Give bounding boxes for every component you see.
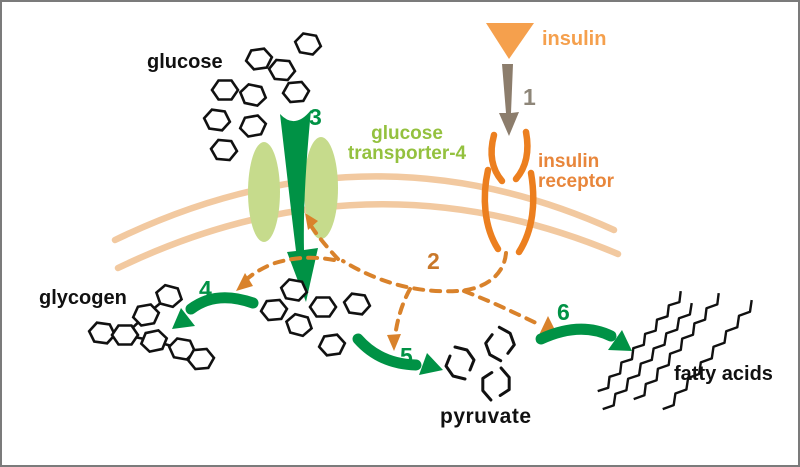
fatty-acid-chains (597, 290, 753, 411)
glucose-molecule-icon (237, 113, 269, 139)
step-5-number: 5 (400, 343, 413, 369)
glucose-molecule-icon (316, 332, 348, 358)
glycogen-chain-icon (86, 282, 217, 371)
glucose-molecule-icon (243, 46, 275, 72)
step-3-number: 3 (309, 104, 322, 130)
cell-membrane (111, 173, 622, 272)
glucose-molecule-icon (292, 31, 324, 57)
step-1-number: 1 (523, 84, 536, 110)
glucose-molecule-icon (237, 81, 269, 109)
fatty-acid-chain-icon (597, 290, 682, 393)
glucose-molecule-icon (266, 58, 298, 82)
fatty-acid-chain-icon (602, 302, 693, 411)
glucose-molecule-icon (280, 80, 312, 104)
insulin-label: insulin (542, 28, 607, 50)
arrow-6-fatty-acid-synthesis-icon (535, 323, 632, 351)
glucose-transporter-4-channel (248, 137, 338, 242)
insulin-receptor-shape (481, 128, 537, 256)
fatty-acid-chain-icon (662, 299, 753, 411)
glucose-molecule-icon (201, 107, 233, 133)
glucose-molecules-intracellular (258, 277, 373, 358)
pyruvate-molecules (444, 323, 520, 407)
fatty-acids-label: fatty acids (674, 363, 773, 385)
pyruvate-molecule-icon (480, 323, 520, 365)
glycogen-label: glycogen (39, 287, 127, 309)
glucose-molecule-icon (210, 79, 240, 101)
glucose-molecule-icon (258, 298, 290, 322)
arrow-1-insulin-binding-icon (499, 64, 519, 136)
glucose-molecule-icon (282, 311, 316, 339)
glucose-molecule-icon (341, 291, 373, 317)
glucose-label: glucose (147, 51, 223, 73)
step-4-number: 4 (199, 276, 212, 302)
pyruvate-label: pyruvate (440, 405, 532, 428)
glucose-molecule-icon (308, 296, 338, 318)
step-6-number: 6 (557, 299, 570, 325)
fatty-acid-chain-icon (633, 292, 720, 401)
arrow-3-glucose-uptake-icon (280, 110, 318, 302)
insulin-receptor-label: insulin receptor (538, 151, 615, 192)
arrow-5-glycolysis-icon (352, 333, 443, 375)
pyruvate-molecule-icon (473, 361, 519, 407)
step-2-number: 2 (427, 248, 440, 274)
insulin-triangle-icon (486, 23, 534, 59)
glucose-molecule-icon (208, 138, 240, 162)
arrow-2-signal-network (236, 213, 556, 351)
pyruvate-molecule-icon (444, 345, 476, 381)
arrow-4-glycogen-synthesis-icon (172, 292, 259, 329)
glucose-transporter-label: glucose transporter-4 (347, 123, 467, 164)
